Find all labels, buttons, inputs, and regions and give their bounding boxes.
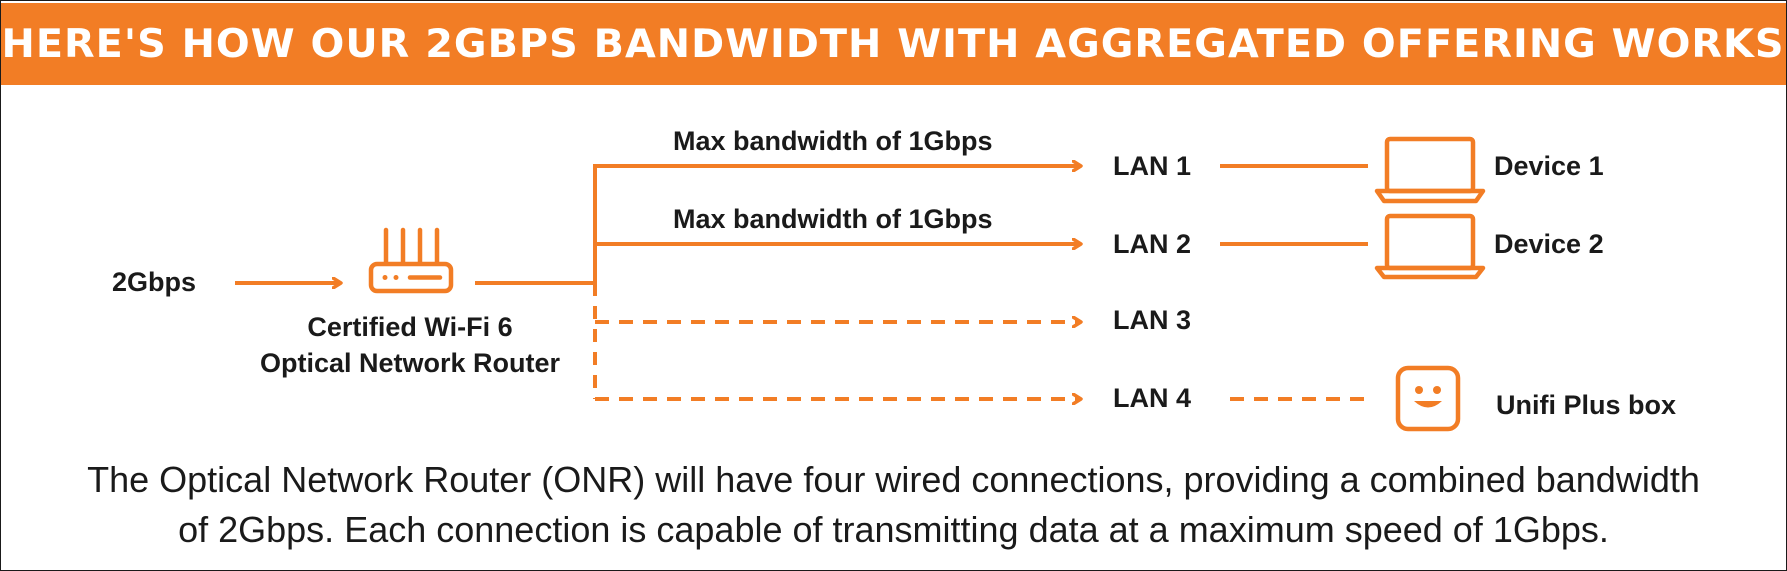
unifi-box-icon (1395, 365, 1461, 432)
device1-label: Device 1 (1494, 151, 1604, 181)
caption-line1: The Optical Network Router (ONR) will ha… (87, 459, 1700, 500)
title-banner: HERE'S HOW OUR 2Gbps BANDWIDTH WITH AGGR… (1, 3, 1786, 85)
lan4-label: LAN 4 (1113, 383, 1192, 413)
caption: The Optical Network Router (ONR) will ha… (0, 455, 1787, 555)
lan2-label: LAN 2 (1113, 229, 1192, 259)
lan2-bandwidth-label: Max bandwidth of 1Gbps (673, 204, 993, 234)
router-icon (368, 227, 454, 294)
input-bandwidth-label: 2Gbps (112, 267, 197, 297)
router-label: Certified Wi-Fi 6 Optical Network Router (225, 309, 595, 381)
router-label-line2: Optical Network Router (259, 348, 561, 378)
lan1-label: LAN 1 (1113, 151, 1192, 181)
lan3-label: LAN 3 (1113, 305, 1192, 335)
laptop-icon (1374, 136, 1486, 204)
caption-line2: of 2Gbps. Each connection is capable of … (178, 509, 1609, 550)
laptop-icon (1374, 213, 1486, 280)
banner-title: HERE'S HOW OUR 2Gbps BANDWIDTH WITH AGGR… (1, 21, 1786, 67)
device2-label: Device 2 (1494, 229, 1604, 259)
router-label-line1: Certified Wi-Fi 6 (307, 312, 513, 342)
lan1-bandwidth-label: Max bandwidth of 1Gbps (673, 126, 993, 156)
unifi-box-label: Unifi Plus box (1496, 390, 1677, 420)
